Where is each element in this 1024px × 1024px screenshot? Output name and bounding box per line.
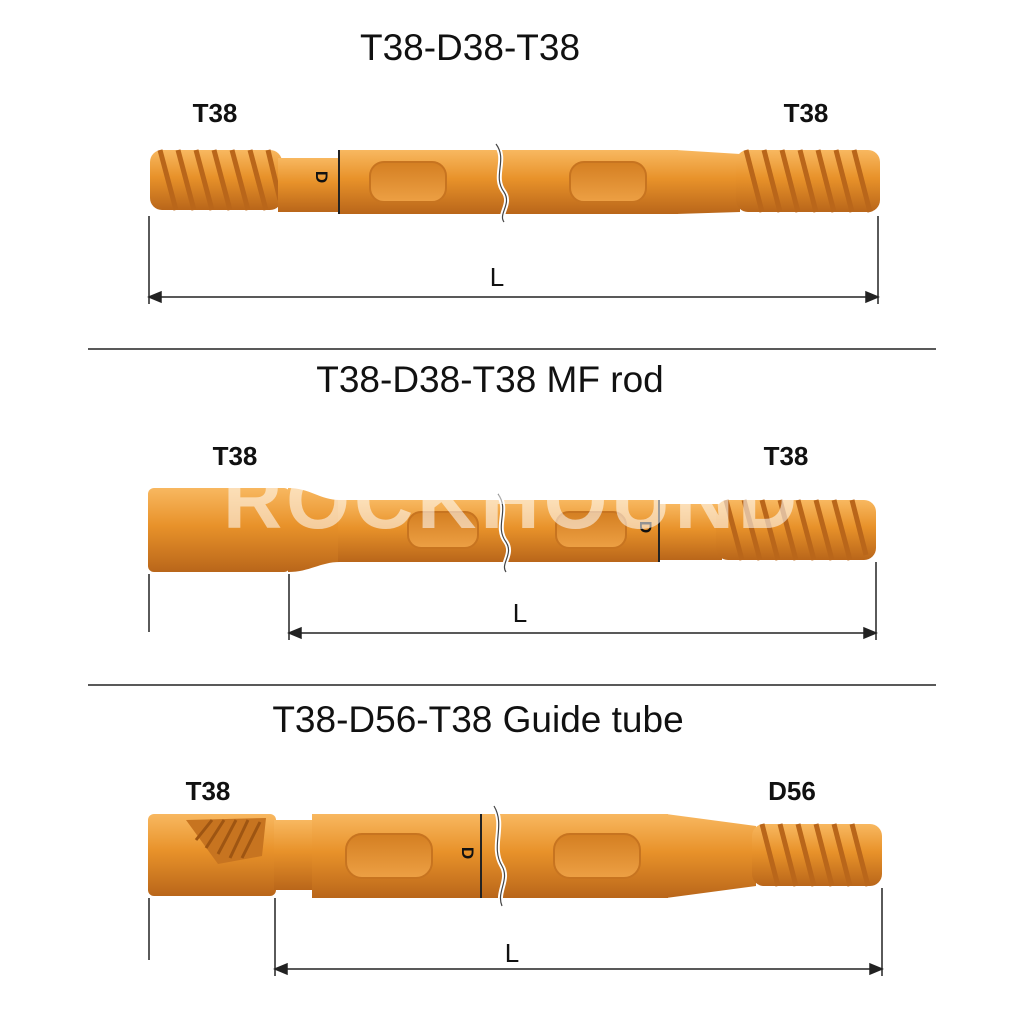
watermark-logo: ROCKHOUND	[223, 455, 801, 546]
section-1-left-end-label: T38	[193, 98, 238, 128]
section-2-title: T38-D38-T38 MF rod	[316, 359, 664, 400]
section-1-wrench-flat-left	[369, 161, 447, 203]
section-1-standard-rod: T38-D38-T38 T38 T38	[147, 27, 880, 304]
section-2-mf-rod: T38-D38-T38 MF rod T38 T38	[148, 359, 878, 640]
section-2-right-thread	[723, 499, 869, 561]
section-3-diameter-label: D	[458, 847, 477, 859]
section-3-guide-tube: T38-D56-T38 Guide tube T38 D56	[148, 699, 884, 976]
section-1-title: T38-D38-T38	[360, 27, 580, 68]
section-3-internal-thread	[194, 819, 262, 859]
section-3-right-thread	[759, 823, 871, 887]
section-2-left-end-label: T38	[213, 441, 258, 471]
section-1-right-end-label: T38	[784, 98, 829, 128]
section-2-wrench-flat-right	[555, 511, 627, 549]
section-3-title: T38-D56-T38 Guide tube	[272, 699, 683, 740]
section-1-rod	[150, 142, 880, 224]
section-3-left-end-label: T38	[186, 776, 231, 806]
section-2-rod	[148, 488, 876, 574]
section-2-female-coupling	[148, 488, 290, 572]
section-3-wrench-flat-left	[345, 833, 433, 879]
section-2-length-label: L	[513, 598, 527, 628]
section-2-right-end-label: T38	[764, 441, 809, 471]
section-3-length-label: L	[505, 938, 519, 968]
section-1-length-dimension	[147, 216, 880, 304]
section-3-rod	[148, 804, 882, 907]
section-2-wrench-flat-left	[407, 511, 479, 549]
section-1-wrench-flat-right	[569, 161, 647, 203]
section-3-right-end-label: D56	[768, 776, 816, 806]
section-1-diameter-label: D	[312, 171, 331, 183]
section-1-length-label: L	[490, 262, 504, 292]
section-1-right-thread	[743, 149, 873, 213]
section-3-wrench-flat-right	[553, 833, 641, 879]
section-2-diameter-label: D	[636, 521, 655, 533]
section-2-length-dimension	[148, 562, 878, 640]
section-3-length-dimension	[148, 888, 884, 976]
